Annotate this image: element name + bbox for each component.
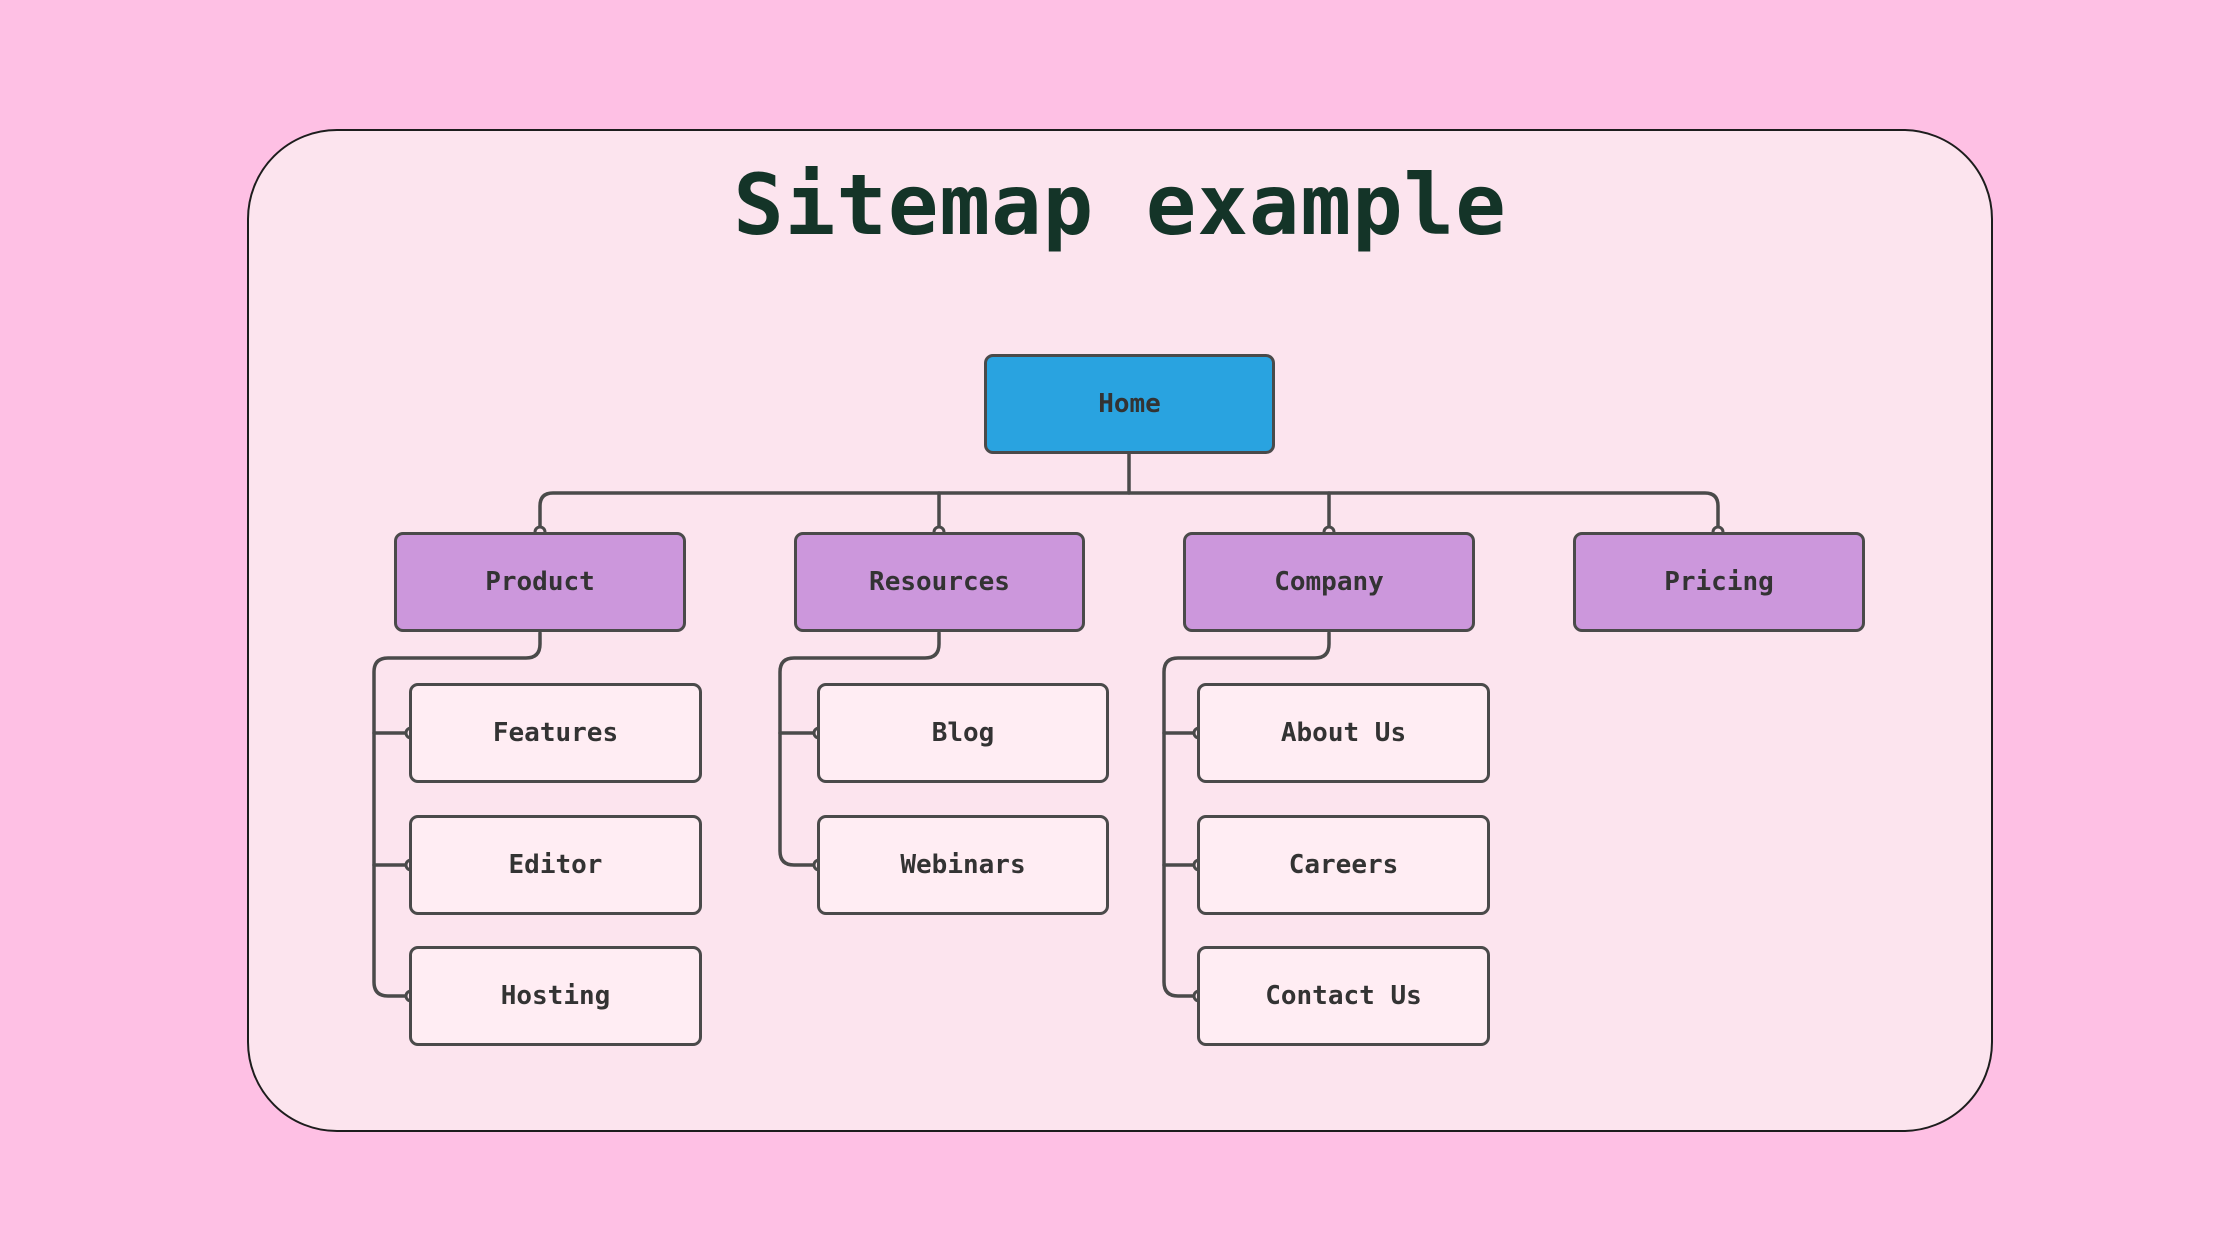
connector-company-children [1162, 631, 1331, 998]
node-blog-label: Blog [931, 718, 995, 748]
node-pricing-label: Pricing [1664, 567, 1774, 597]
connector-home-bus [538, 491, 1720, 534]
connector-resources-children [778, 631, 941, 867]
node-contact-us-label: Contact Us [1265, 981, 1422, 1011]
node-blog: Blog [817, 683, 1109, 783]
node-webinars: Webinars [817, 815, 1109, 915]
node-company-label: Company [1274, 567, 1384, 597]
node-home-label: Home [1098, 389, 1161, 419]
node-contact-us: Contact Us [1197, 946, 1490, 1046]
node-product-label: Product [485, 567, 595, 597]
node-features: Features [409, 683, 702, 783]
node-webinars-label: Webinars [900, 850, 1026, 880]
node-careers-label: Careers [1288, 850, 1399, 880]
node-hosting: Hosting [409, 946, 702, 1046]
node-editor: Editor [409, 815, 702, 915]
node-product: Product [394, 532, 686, 632]
diagram-title: Sitemap example [733, 156, 1507, 254]
node-home: Home [984, 354, 1275, 454]
node-about-us: About Us [1197, 683, 1490, 783]
node-pricing: Pricing [1573, 532, 1865, 632]
node-features-label: Features [492, 718, 619, 748]
node-resources: Resources [794, 532, 1085, 632]
node-company: Company [1183, 532, 1475, 632]
node-hosting-label: Hosting [500, 981, 611, 1011]
node-resources-label: Resources [869, 567, 1010, 597]
node-editor-label: Editor [508, 850, 603, 880]
node-careers: Careers [1197, 815, 1490, 915]
node-about-us-label: About Us [1280, 718, 1407, 748]
connector-product-children [372, 631, 542, 998]
